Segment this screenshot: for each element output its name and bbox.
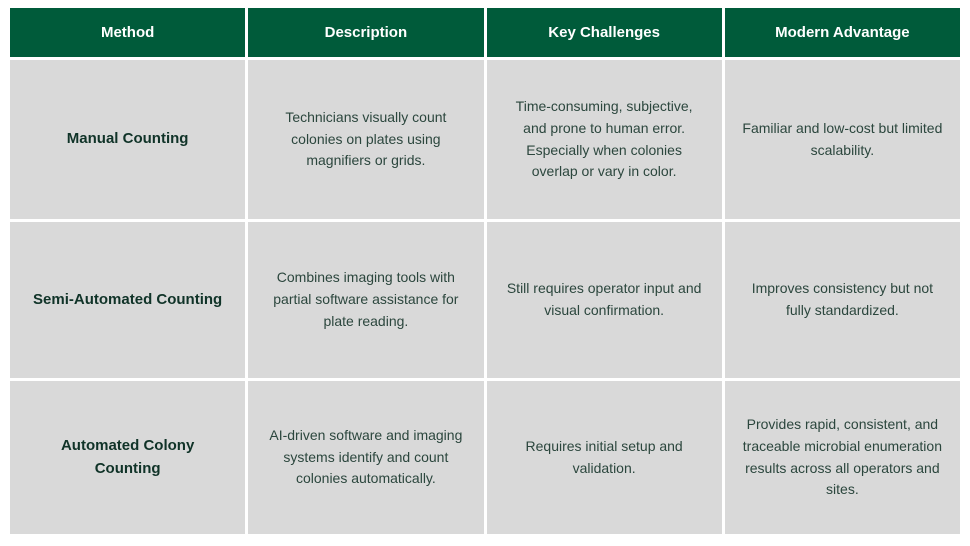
row1-advantage-cell: Familiar and low-cost but limited scalab… xyxy=(724,60,960,219)
advantage-text: Improves consistency but not fully stand… xyxy=(751,280,934,318)
row1-description-cell: Technicians visually count colonies on p… xyxy=(248,60,484,219)
challenges-text: Still requires operator input and visual… xyxy=(506,280,702,318)
advantage-text: Provides rapid, consistent, and traceabl… xyxy=(742,416,942,498)
method-name: Automated Colony Counting xyxy=(60,437,195,477)
header-cell-modern-advantage: Modern Advantage xyxy=(724,8,960,57)
header-cell-key-challenges: Key Challenges xyxy=(486,8,722,57)
header-label: Modern Advantage xyxy=(775,24,910,41)
header-cell-description: Description xyxy=(248,8,484,57)
advantage-text: Familiar and low-cost but limited scalab… xyxy=(742,119,943,158)
row3-description-cell: AI-driven software and imaging systems i… xyxy=(248,381,484,534)
row1-method-cell: Manual Counting xyxy=(10,60,246,219)
challenges-text: Time-consuming, subjective, and prone to… xyxy=(515,98,693,180)
row1-challenges-cell: Time-consuming, subjective, and prone to… xyxy=(486,60,722,219)
method-name: Manual Counting xyxy=(66,130,189,148)
comparison-table: Method Description Key Challenges Modern… xyxy=(10,8,960,534)
header-label: Description xyxy=(324,24,408,41)
description-text: AI-driven software and imaging systems i… xyxy=(269,426,463,487)
method-name: Semi-Automated Counting xyxy=(33,290,223,308)
description-text: Technicians visually count colonies on p… xyxy=(285,108,447,169)
header-label: Method xyxy=(100,24,155,41)
header-cell-method: Method xyxy=(10,8,246,57)
row3-method-cell: Automated Colony Counting xyxy=(10,381,246,534)
row2-method-cell: Semi-Automated Counting xyxy=(10,222,246,378)
row3-challenges-cell: Requires initial setup and validation. xyxy=(486,381,722,534)
row2-description-cell: Combines imaging tools with partial soft… xyxy=(248,222,484,378)
challenges-text: Requires initial setup and validation. xyxy=(525,437,683,476)
row2-challenges-cell: Still requires operator input and visual… xyxy=(486,222,722,378)
row2-advantage-cell: Improves consistency but not fully stand… xyxy=(724,222,960,378)
header-label: Key Challenges xyxy=(548,24,660,41)
row3-advantage-cell: Provides rapid, consistent, and traceabl… xyxy=(724,381,960,534)
description-text: Combines imaging tools with partial soft… xyxy=(273,269,459,329)
